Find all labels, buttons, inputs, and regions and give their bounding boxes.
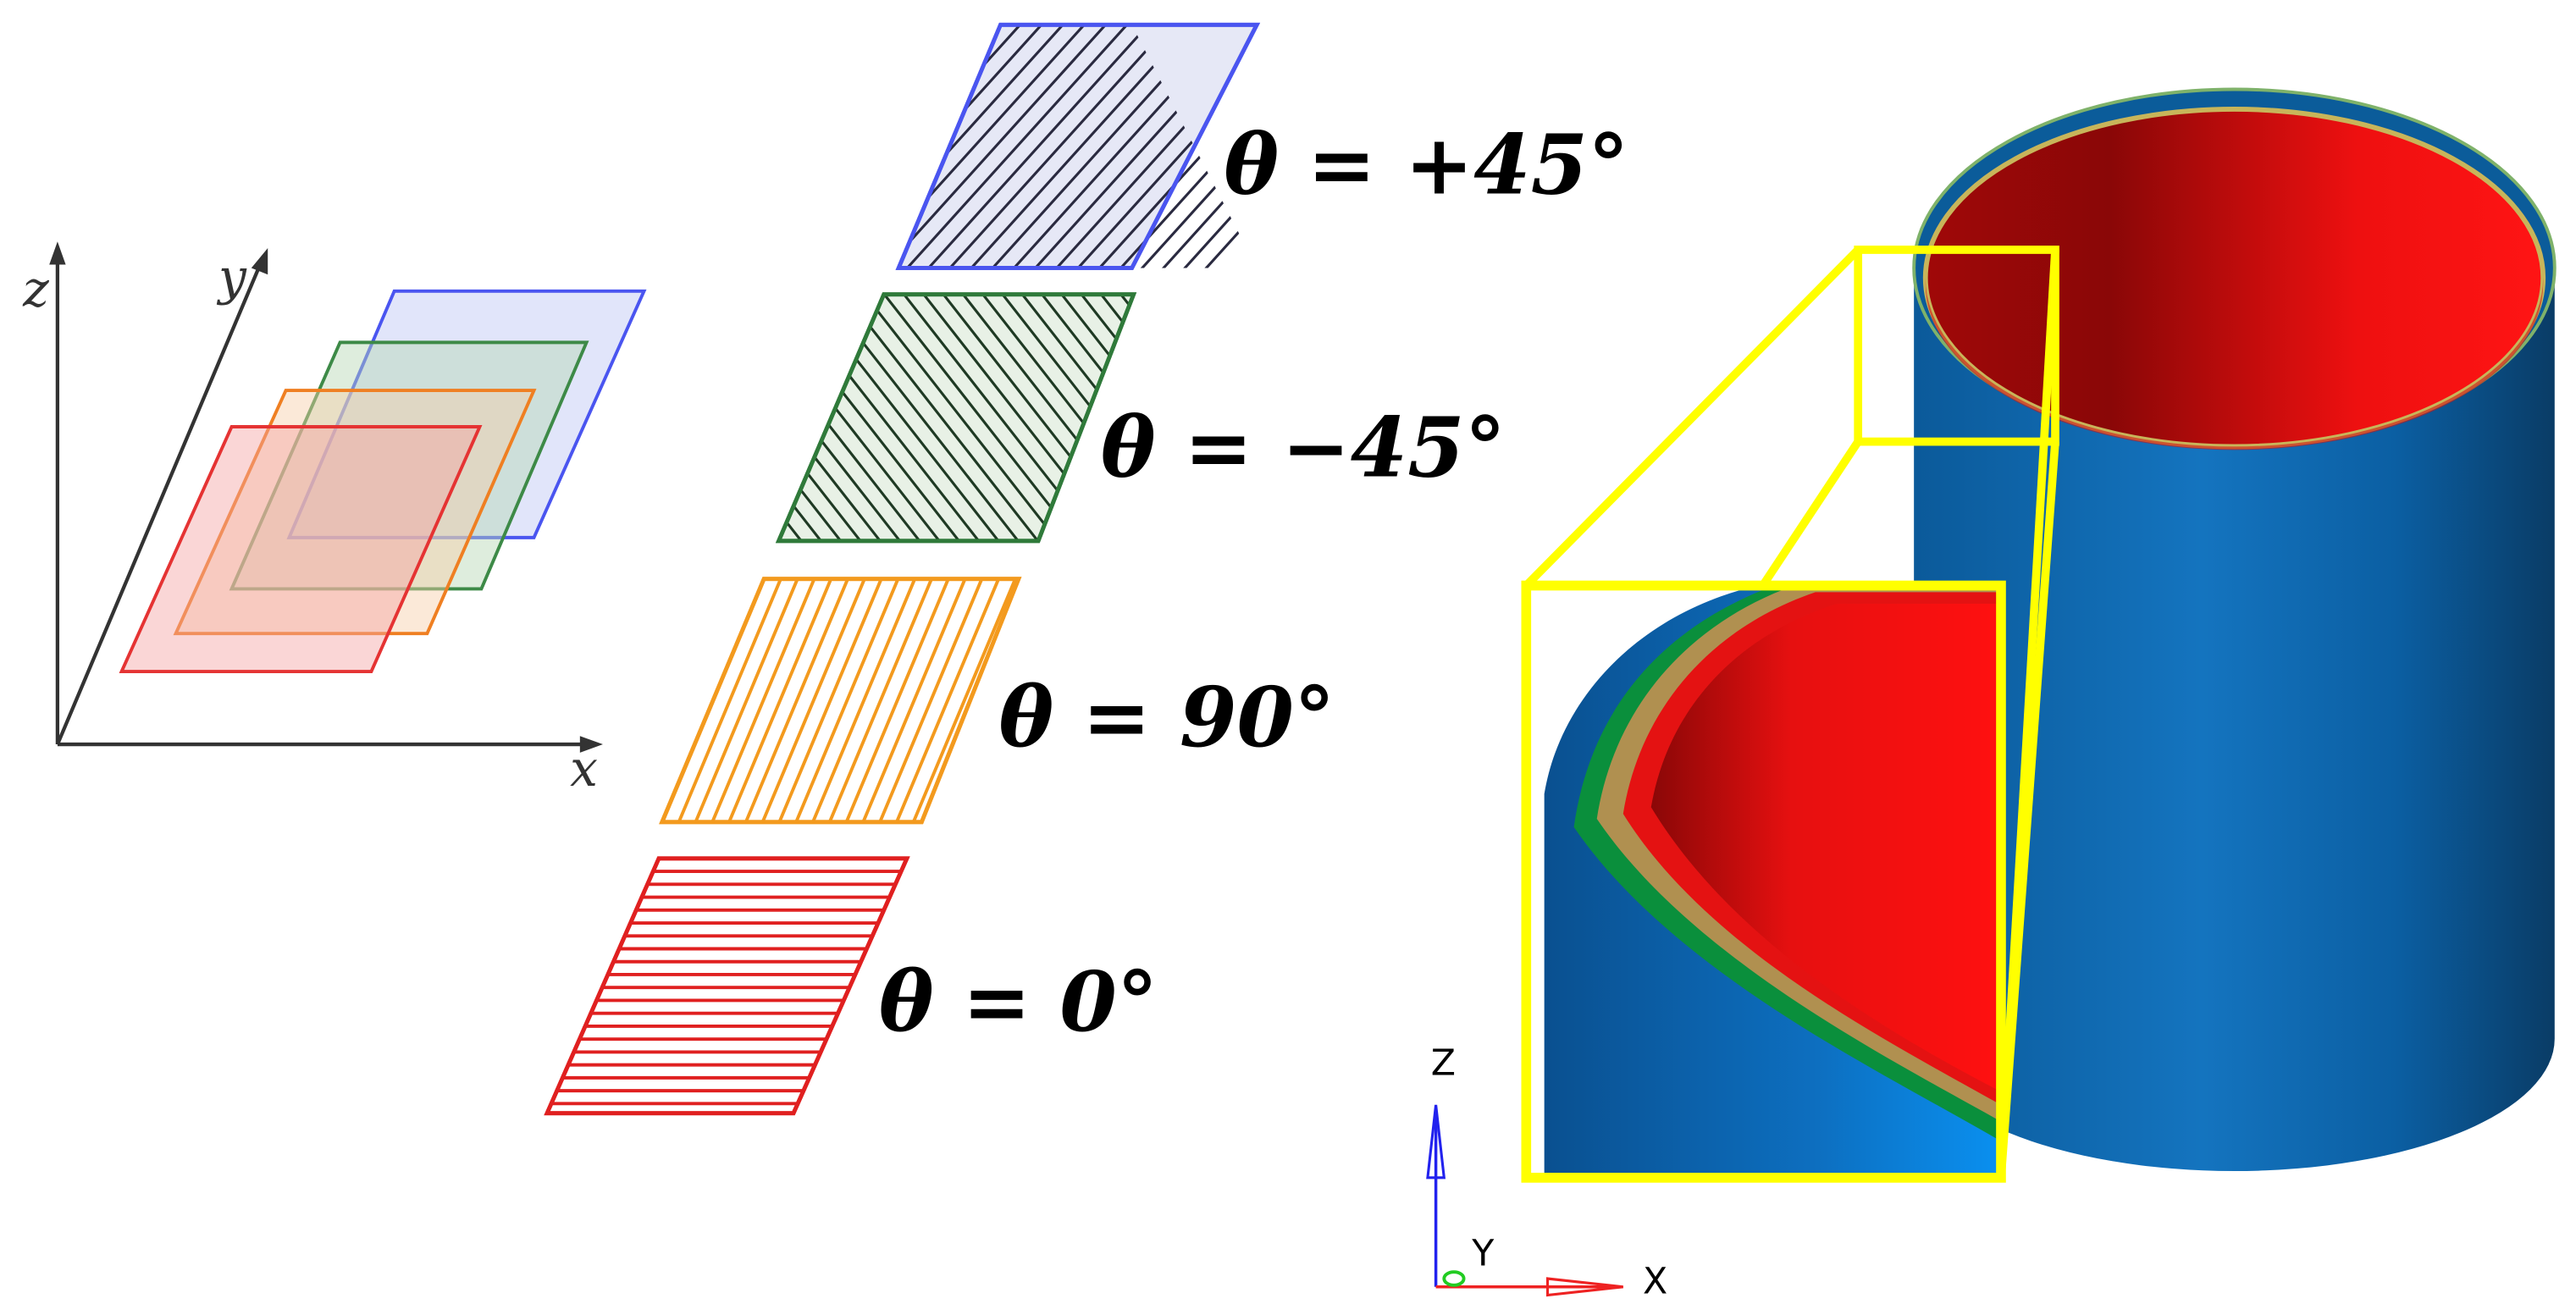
hatch-line <box>1193 25 1258 268</box>
hatch-line <box>778 294 853 541</box>
ply-minus45-label: θ = −45° <box>1101 399 1506 495</box>
hatch-line <box>760 578 866 822</box>
hatch-line <box>898 25 1079 268</box>
hatch-line <box>853 294 1070 541</box>
ply-minus45: θ = −45° <box>775 292 1506 544</box>
coordinate-triad: Z Y X <box>1426 1042 1667 1303</box>
hatch-line <box>861 578 967 822</box>
hatch-line <box>511 8 757 281</box>
stack-ply-green <box>229 340 589 591</box>
x-axis-label: x <box>570 740 598 798</box>
ply-stack-diagram: z y x <box>22 241 647 798</box>
ply-0-label: θ = 0° <box>879 953 1158 1050</box>
hatch-line <box>1050 294 1134 541</box>
hatch-line <box>710 578 816 822</box>
stack-ply-orange <box>173 389 537 636</box>
ply-plus45: θ = +45° <box>362 8 1629 281</box>
triad-z-label: Z <box>1431 1042 1456 1085</box>
z-axis-arrowhead <box>49 241 66 265</box>
hatch-line <box>911 578 1017 822</box>
ply-90-label: θ = 90° <box>999 669 1335 765</box>
hatch-line <box>617 8 864 281</box>
hatch-line <box>639 8 886 281</box>
hatch-line <box>898 25 930 268</box>
triad-x-label: X <box>1643 1260 1667 1302</box>
hatch-line <box>694 578 799 822</box>
hatch-line <box>898 25 909 268</box>
ply-90: θ = 90° <box>659 577 1335 825</box>
hatch-line <box>533 8 779 281</box>
cylinder-model <box>1521 87 2557 1183</box>
ply-0: θ = 0° <box>544 856 1158 1116</box>
hatch-line <box>937 25 1186 268</box>
hatch-line <box>895 578 1000 822</box>
hatch-line <box>404 8 650 281</box>
y-axis-arrowhead <box>251 248 268 275</box>
hatch-line <box>1172 25 1258 268</box>
stack-ply-blue <box>286 289 647 539</box>
hatch-line <box>898 25 1143 268</box>
hatch-line <box>1064 25 1258 268</box>
hatch-line <box>575 8 821 281</box>
triad-x-arrow-icon <box>1545 1277 1623 1297</box>
z-axis-label: z <box>22 260 50 318</box>
hatch-line <box>468 8 715 281</box>
hatch-line <box>898 25 1122 268</box>
hatch-line <box>778 294 872 541</box>
hatch-line <box>554 8 800 281</box>
x-axis-arrowhead <box>579 736 603 753</box>
hatch-line <box>777 578 883 822</box>
zoom-connector <box>1759 439 1862 588</box>
y-axis <box>55 257 265 745</box>
triad-z-arrow-icon <box>1426 1104 1446 1180</box>
hatch-line <box>1031 294 1134 541</box>
hatch-line <box>1150 25 1258 268</box>
hatch-line <box>898 25 1101 268</box>
hatch-line <box>1070 294 1134 541</box>
hatch-line <box>878 578 984 822</box>
ply-plus45-label: θ = +45° <box>1224 116 1628 213</box>
zoom-detail <box>1521 580 2006 1183</box>
ply-orientations: θ = +45° θ = −45° θ = 90° θ = 0° <box>362 8 1629 1116</box>
hatch-line <box>811 578 917 822</box>
triad-y-label: Y <box>1471 1232 1495 1274</box>
stack-ply-red <box>119 425 483 674</box>
hatch-line <box>778 294 832 541</box>
hatch-line <box>744 578 849 822</box>
hatch-line <box>727 578 833 822</box>
hatch-line <box>778 294 951 541</box>
zoom-connector <box>1523 246 1861 588</box>
hatch-line <box>827 578 933 822</box>
y-axis-label: y <box>216 249 247 307</box>
hatch-line <box>425 8 672 281</box>
triad-y-marker-icon <box>1442 1270 1466 1287</box>
zoom-inner-surface <box>1650 604 2001 1092</box>
hatch-line <box>677 578 782 822</box>
hatch-line <box>915 25 1164 268</box>
hatch-line <box>971 294 1134 541</box>
hatch-line <box>489 8 736 281</box>
cylinder-inner-wall <box>1922 107 2546 450</box>
zoom-connector <box>1997 441 2059 1179</box>
hatch-line <box>596 8 843 281</box>
hatch-line <box>447 8 694 281</box>
hatch-line <box>383 8 629 281</box>
hatch-line <box>844 578 950 822</box>
hatch-line <box>362 8 608 281</box>
zoom-frame <box>1521 580 2006 1183</box>
hatch-line <box>794 578 900 822</box>
zoom-source-box <box>1854 246 2059 446</box>
